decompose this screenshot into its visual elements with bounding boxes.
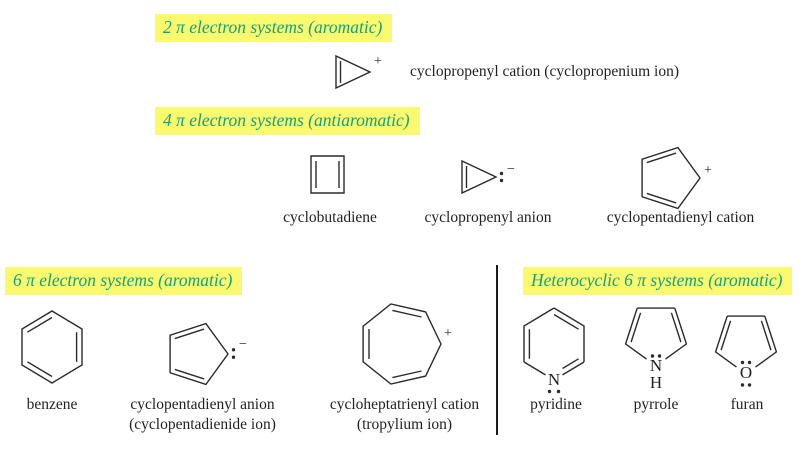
lone-pair-dot bbox=[747, 360, 752, 365]
lone-pair-dot bbox=[740, 383, 745, 387]
double-bond bbox=[27, 361, 53, 378]
cyclopropenyl-cation-structure: + bbox=[335, 54, 382, 90]
structure-label: furan bbox=[730, 396, 764, 413]
double-bond bbox=[630, 312, 642, 343]
ring-bonds bbox=[461, 159, 498, 195]
structure-label: benzene bbox=[26, 396, 78, 413]
plus-charge: + bbox=[374, 54, 382, 69]
ring-bonds bbox=[523, 307, 555, 362]
double-bond bbox=[720, 320, 732, 351]
hydrogen-atom-label: H bbox=[650, 373, 662, 392]
minus-charge: − bbox=[239, 337, 247, 352]
cyclopropenyl-anion-structure: − bbox=[461, 159, 515, 195]
ring-bonds bbox=[665, 307, 688, 360]
double-bond bbox=[670, 312, 682, 343]
double-bond bbox=[646, 192, 677, 204]
structure-label: pyrrole bbox=[633, 396, 679, 413]
lone-pair-dot bbox=[547, 389, 552, 394]
structure-label: cycloheptatrienyl cation (tropylium ion) bbox=[312, 395, 497, 435]
double-bond bbox=[760, 320, 772, 351]
ring-bonds bbox=[755, 315, 778, 368]
ring-bonds bbox=[335, 54, 372, 90]
oxygen-atom-label: O bbox=[740, 363, 752, 382]
ring-bonds bbox=[362, 303, 442, 385]
ring-bond bbox=[562, 361, 585, 376]
pyrrole-structure: N H bbox=[624, 307, 688, 392]
section-header-heterocyclic: Heterocyclic 6 π systems (aromatic) bbox=[523, 267, 793, 295]
lone-pair-dot bbox=[650, 354, 655, 358]
ring-bond bbox=[523, 361, 546, 376]
section-header-4pi: 4 π electron systems (antiaromatic) bbox=[155, 107, 420, 135]
section-header-2pi: 2 π electron systems (aromatic) bbox=[155, 14, 393, 42]
structure-label: cyclopentadienyl cation bbox=[606, 209, 755, 226]
double-bond bbox=[392, 309, 422, 318]
lone-pair-dot bbox=[556, 389, 561, 394]
nitrogen-atom-label: N bbox=[548, 370, 560, 389]
minus-charge: − bbox=[507, 162, 515, 177]
structure-label: cyclopentadienyl anion (cyclopentadienid… bbox=[110, 395, 295, 435]
plus-charge: + bbox=[444, 326, 452, 341]
lone-pair-dot bbox=[231, 355, 236, 359]
double-bond bbox=[174, 368, 205, 380]
ring-bonds bbox=[714, 315, 737, 368]
cyclobutadiene-structure bbox=[310, 155, 345, 194]
double-bond bbox=[553, 313, 579, 330]
structure-label-line2: (tropylium ion) bbox=[356, 416, 453, 433]
lone-pair-dot bbox=[499, 178, 504, 183]
lone-pair-dot bbox=[657, 354, 662, 358]
lone-pair-dot bbox=[499, 171, 504, 176]
cycloheptatrienyl-cation-structure: + bbox=[362, 303, 452, 385]
structure-label: cyclobutadiene bbox=[283, 209, 377, 226]
plus-charge: + bbox=[704, 163, 712, 178]
nitrogen-atom-label: N bbox=[650, 356, 662, 375]
ring-bonds bbox=[624, 307, 647, 360]
structure-label-line1: cyclopentadienyl anion bbox=[130, 396, 275, 413]
double-bond bbox=[174, 328, 205, 340]
lone-pair-dot bbox=[231, 348, 236, 352]
section-header-6pi: 6 π electron systems (aromatic) bbox=[5, 267, 243, 295]
structure-label: pyridine bbox=[530, 396, 582, 413]
benzene-structure bbox=[21, 310, 83, 384]
cyclopentadienyl-cation-structure: + bbox=[641, 146, 712, 210]
ring-bonds bbox=[169, 322, 229, 386]
pyridine-structure: N bbox=[523, 307, 585, 394]
ring-bonds bbox=[553, 307, 585, 362]
lone-pair-dot bbox=[740, 360, 745, 365]
structure-label: cyclopropenyl anion bbox=[424, 209, 552, 226]
ring-bonds bbox=[641, 146, 701, 210]
structure-label: cyclopropenyl cation (cyclopropenium ion… bbox=[410, 63, 680, 80]
furan-structure: O bbox=[714, 315, 778, 387]
section-divider bbox=[496, 265, 498, 435]
double-bond bbox=[392, 370, 422, 379]
ring-bonds bbox=[21, 310, 83, 384]
double-bond bbox=[27, 316, 53, 333]
cyclopentadienyl-anion-structure: − bbox=[169, 322, 247, 386]
ring-bonds bbox=[310, 155, 345, 194]
double-bond bbox=[646, 152, 677, 164]
double-bond bbox=[562, 358, 579, 370]
lone-pair-dot bbox=[747, 383, 752, 387]
structure-label-line1: cycloheptatrienyl cation bbox=[329, 396, 480, 413]
structure-label-line2: (cyclopentadienide ion) bbox=[129, 416, 276, 433]
